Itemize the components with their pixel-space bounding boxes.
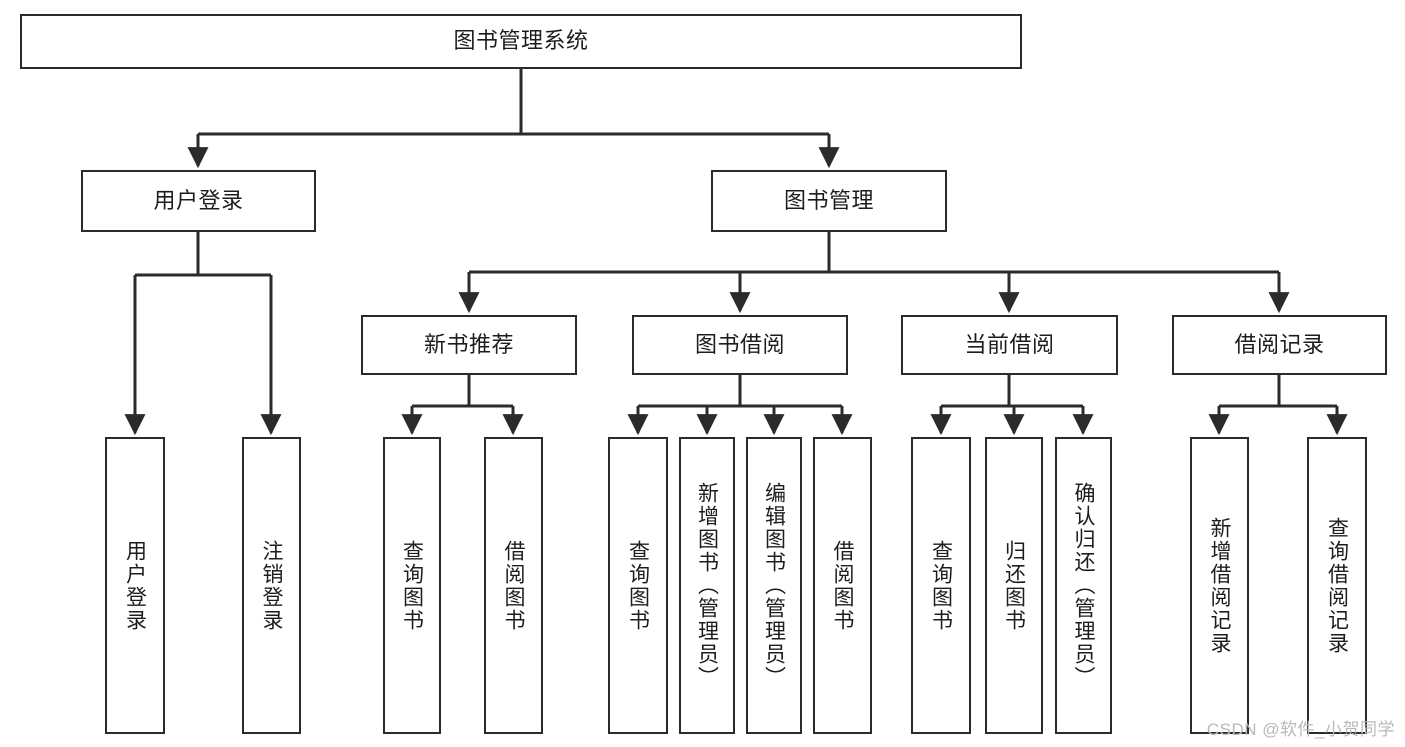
node-label: 图书借阅 [694,331,785,357]
node-root-title[interactable]: 图书管理系统 [20,14,1022,69]
node-leaf-edit-book[interactable]: 编辑图书（管理员） [746,437,802,734]
node-user-login[interactable]: 用户登录 [81,170,316,232]
node-label: 借阅记录 [1234,331,1325,357]
node-leaf-user-login[interactable]: 用户登录 [105,437,165,734]
node-leaf-add-book[interactable]: 新增图书（管理员） [679,437,735,734]
node-label: 归还图书 [1002,539,1026,632]
node-label: 查询图书 [929,539,953,632]
node-label: 新增图书（管理员） [695,482,719,689]
node-new-book-recommend[interactable]: 新书推荐 [361,315,577,375]
node-label: 查询图书 [400,539,424,632]
node-leaf-add-record[interactable]: 新增借阅记录 [1190,437,1249,734]
node-leaf-return-book[interactable]: 归还图书 [985,437,1043,734]
node-label: 借阅图书 [831,539,854,632]
node-label: 用户登录 [123,539,147,632]
node-current-borrow[interactable]: 当前借阅 [901,315,1118,375]
node-leaf-query-book-2[interactable]: 查询图书 [608,437,668,734]
node-label: 图书管理 [783,187,874,213]
node-label: 查询图书 [626,539,650,632]
node-leaf-query-book-3[interactable]: 查询图书 [911,437,971,734]
node-book-borrow[interactable]: 图书借阅 [632,315,848,375]
node-label: 查询借阅记录 [1325,516,1349,655]
node-label: 新书推荐 [423,331,514,357]
node-label: 借阅图书 [502,539,525,632]
node-label: 编辑图书（管理员） [762,482,786,689]
node-leaf-confirm-return[interactable]: 确认归还（管理员） [1055,437,1112,734]
node-leaf-query-book-1[interactable]: 查询图书 [383,437,441,734]
node-label: 新增借阅记录 [1208,516,1231,655]
node-leaf-borrow-book-2[interactable]: 借阅图书 [813,437,872,734]
node-book-management[interactable]: 图书管理 [711,170,947,232]
node-leaf-query-record[interactable]: 查询借阅记录 [1307,437,1367,734]
node-borrow-record[interactable]: 借阅记录 [1172,315,1387,375]
node-label: 确认归还（管理员） [1072,482,1095,689]
node-label: 当前借阅 [964,331,1055,357]
node-label: 图书管理系统 [453,28,589,54]
node-leaf-borrow-book-1[interactable]: 借阅图书 [484,437,543,734]
node-label: 用户登录 [153,187,244,213]
node-label: 注销登录 [260,539,283,632]
watermark: CSDN @软件_小贺同学 [1206,720,1395,739]
node-leaf-logout[interactable]: 注销登录 [242,437,301,734]
